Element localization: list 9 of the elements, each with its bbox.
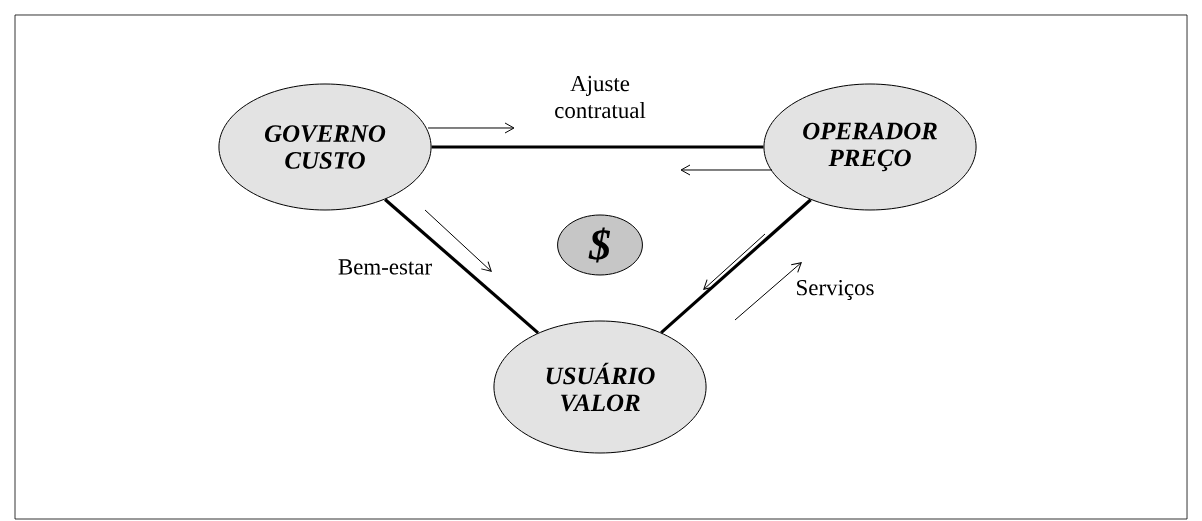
connector-line: [384, 198, 540, 335]
edge-label: Bem-estar: [338, 259, 432, 275]
edge-label: Serviços: [797, 279, 874, 300]
connector-line: [431, 145, 764, 149]
edge-label: Ajuste contratual: [555, 75, 646, 119]
ellipse-node: OPERADOR PREÇO: [763, 83, 977, 211]
ellipse-node: USUÁRIO VALOR: [493, 320, 707, 454]
ellipse-node: GOVERNO CUSTO: [218, 83, 432, 211]
connector-line: [660, 198, 812, 334]
